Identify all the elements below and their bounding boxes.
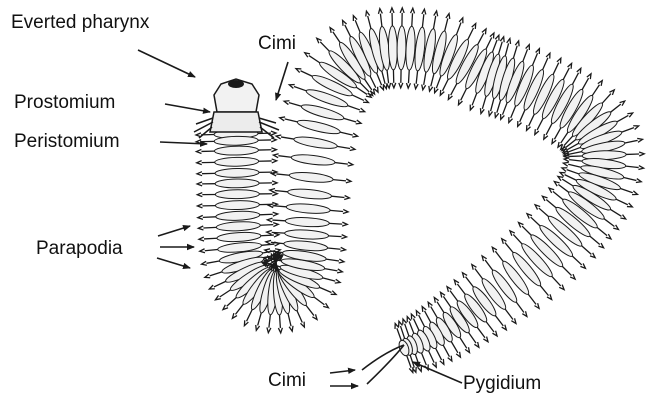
anal-cirrus-upper (362, 345, 404, 370)
anal-cirrus-lower (367, 345, 404, 384)
segment-ring (215, 157, 259, 167)
segment-ring (286, 202, 331, 214)
pharynx-jaws (228, 80, 244, 88)
body-segment (269, 186, 349, 203)
body-segment (198, 220, 278, 233)
body-segment (273, 151, 353, 169)
body-segment (279, 113, 359, 140)
segment-ring (215, 168, 259, 178)
parapodia-arrow-upper (158, 226, 190, 236)
label-everted-pharynx: Everted pharynx (11, 13, 149, 32)
segment-ring (291, 153, 336, 167)
prostomium-shape (210, 112, 262, 132)
label-pygidium: Pygidium (463, 374, 541, 393)
segment-ring (216, 210, 260, 221)
worm-head (194, 79, 279, 138)
cirri-bottom-arrow-upper (330, 370, 355, 373)
body-segment (197, 178, 277, 188)
segment-ring (285, 216, 329, 227)
label-cirri-top: Cimi (258, 34, 296, 53)
body-segment (267, 215, 347, 228)
segment-ring (284, 229, 328, 240)
segment-ring (215, 200, 259, 210)
body-segment (271, 169, 351, 186)
pygidium-arrow (413, 362, 462, 383)
body-segment (197, 168, 277, 179)
segment-ring (296, 118, 341, 137)
body-segment (268, 201, 348, 216)
body-segment (196, 145, 276, 156)
worm-tail (362, 345, 404, 384)
body-segment (396, 8, 406, 88)
body-segment (197, 200, 277, 211)
cirri-top-arrow (276, 62, 288, 100)
segment-ring (289, 171, 334, 184)
segment-ring (215, 190, 259, 199)
body-segment (197, 156, 277, 167)
body-segment (196, 135, 276, 146)
worm-body (196, 8, 644, 374)
body-segment (275, 132, 355, 154)
body-segment (197, 189, 277, 199)
segment-ring (293, 135, 338, 151)
segment-ring (217, 231, 261, 242)
body-segment (198, 210, 278, 222)
segment-ring (215, 179, 259, 188)
label-parapodia: Parapodia (36, 239, 123, 258)
everted-pharynx-arrow (138, 50, 195, 77)
label-peristomium: Peristomium (14, 132, 120, 151)
parapodia-arrow-lower (157, 258, 190, 268)
label-cirri-bottom: Cimi (268, 371, 306, 390)
segment-ring (405, 26, 416, 70)
segment-ring (216, 221, 260, 232)
segment-ring (214, 146, 258, 156)
segment-ring (287, 187, 332, 200)
prostomium-arrow (165, 104, 210, 112)
label-prostomium: Prostomium (14, 93, 115, 112)
segment-ring (397, 26, 407, 70)
peristomium-arrow (160, 142, 207, 144)
